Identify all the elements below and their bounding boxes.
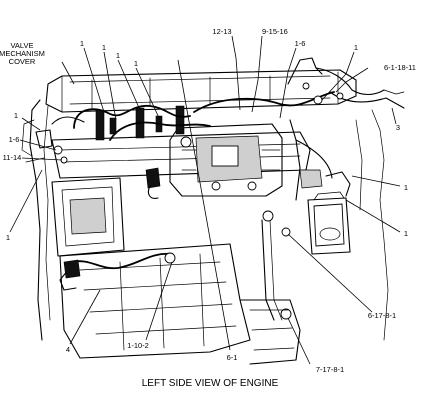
callout-7-17-8-1: 7-17-8-1 [316, 365, 344, 374]
callout-valve-cover-line3: COVER [9, 57, 36, 66]
callout-1-lower-left: 1 [6, 233, 10, 242]
callout-1-right-b: 1 [404, 229, 408, 238]
callout-6-1-18-11: 6-1-18-11 [384, 63, 416, 72]
callout-1-right-a: 1 [404, 183, 408, 192]
callout-valve-cover-line2: MECHANISM [0, 49, 45, 58]
engine-drawing [21, 57, 405, 365]
callout-labels: VALVE MECHANISM COVER 12-13 9-15-16 1-6 … [0, 27, 416, 374]
callout-4: 4 [66, 345, 70, 354]
callout-6-17-8-1: 6-17-8-1 [368, 311, 396, 320]
callout-1-top-right: 1 [354, 43, 358, 52]
callout-1-10-2: 1-10-2 [127, 341, 149, 350]
leader-lines [9, 35, 401, 365]
callout-11-14: 11-14 [3, 153, 22, 162]
callout-3: 3 [396, 123, 400, 132]
callout-1-top-left-a: 1 [80, 39, 84, 48]
callout-12-13: 12-13 [212, 27, 231, 36]
callout-valve-cover-line1: VALVE [10, 41, 33, 50]
diagram-caption: LEFT SIDE VIEW OF ENGINE [142, 378, 279, 389]
callout-1-6-top: 1-6 [295, 39, 306, 48]
callout-1-top-left-b: 1 [102, 43, 106, 52]
callout-1-left: 1 [14, 111, 18, 120]
callout-1-6-left: 1-6 [9, 135, 20, 144]
callout-1-top-left-d: 1 [134, 59, 138, 68]
callout-6-1: 6-1 [227, 353, 238, 362]
callout-1-top-left-c: 1 [116, 51, 120, 60]
callout-9-15-16: 9-15-16 [262, 27, 288, 36]
